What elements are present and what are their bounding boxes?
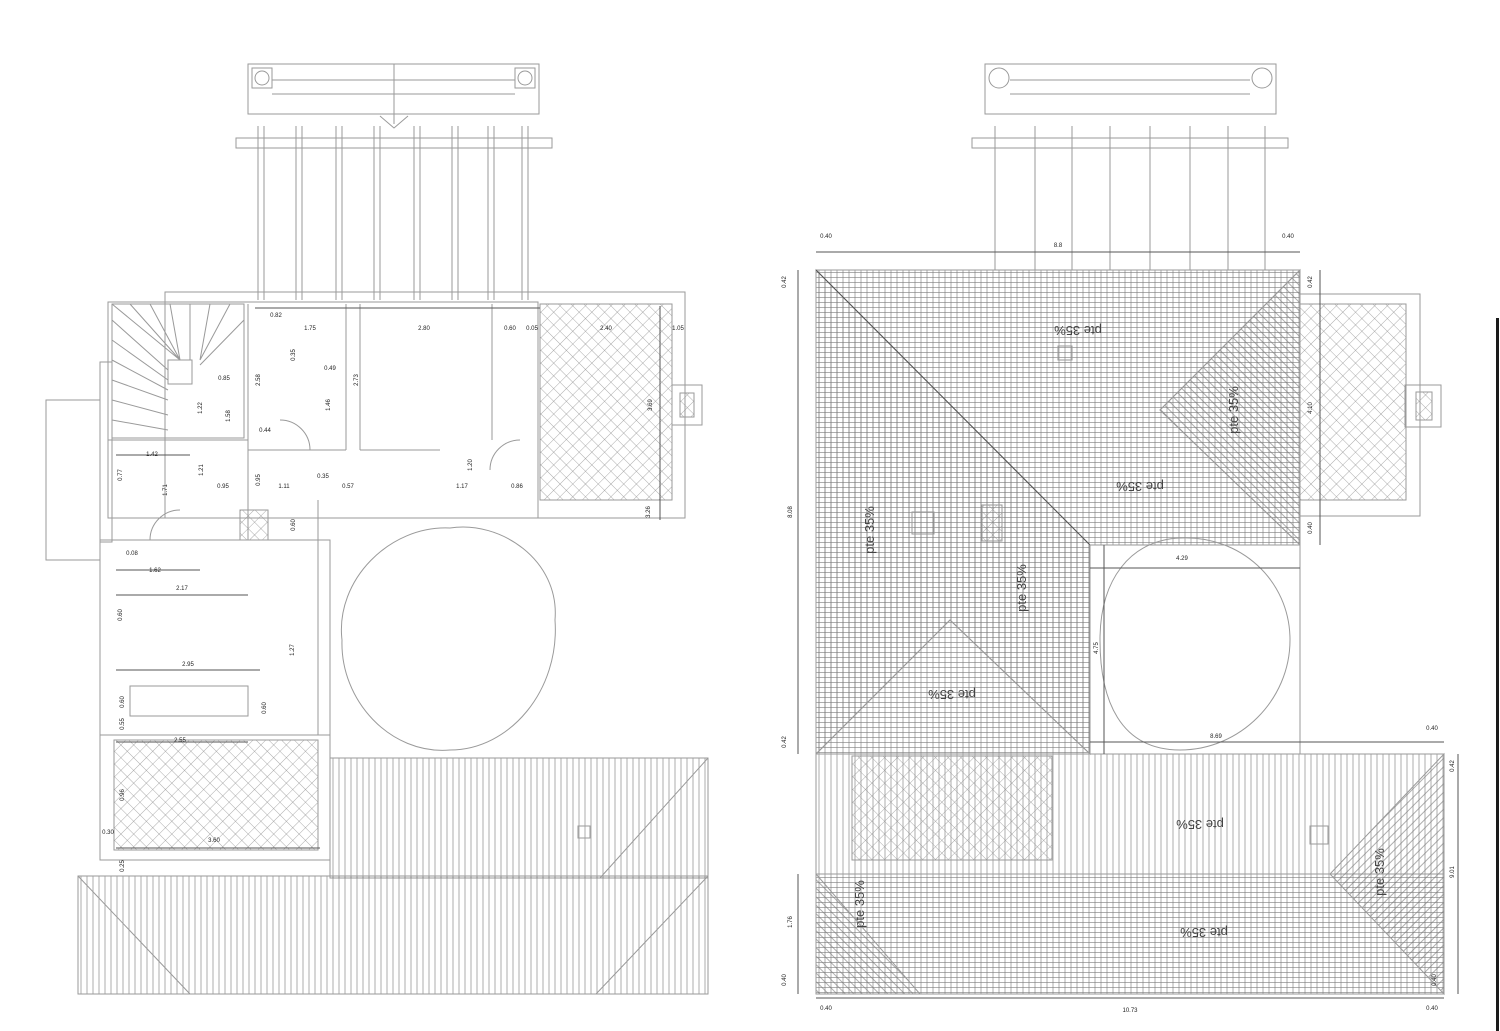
dimension-label: 1.58: [226, 410, 232, 422]
roof-plan-dimensions: 0.40 8.8 0.40 0.42 0.42 4.10 8.08 0.40 4.29 4.75 0…: [782, 234, 1456, 1014]
roof-pergola: [971, 63, 1289, 270]
dimension-label: 0.96: [120, 789, 126, 801]
dimension-label: 0.49: [324, 366, 336, 372]
dimension-label: 2.80: [418, 326, 430, 332]
dimension-label: 0.60: [291, 519, 297, 531]
roof-plan: [797, 63, 1459, 999]
slope-label: pte 35%: [1116, 479, 1164, 494]
dimension-label: 0.85: [218, 376, 230, 382]
slope-label: pte 35%: [1176, 817, 1224, 832]
dimension-label: 4.75: [1094, 642, 1100, 654]
dimension-label: 1.11: [278, 484, 290, 490]
roof-tree: [1099, 537, 1291, 751]
dimension-label: 0.42: [1450, 760, 1456, 772]
dimension-label: 0.40: [820, 1006, 832, 1012]
dimension-label: 0.95: [217, 484, 229, 490]
slope-label: pte 35%: [852, 880, 867, 928]
dimension-label: 0.42: [782, 276, 788, 288]
slope-label: pte 35%: [1226, 386, 1241, 434]
dimension-label: 0.35: [291, 349, 297, 361]
slope-label: pte 35%: [862, 506, 877, 554]
lower-terrace-hatch: [113, 739, 319, 851]
dimension-label: 0.42: [1308, 276, 1314, 288]
dimension-label: 0.86: [511, 484, 523, 490]
dimension-label: 0.40: [1432, 974, 1438, 986]
dimension-label: 1.75: [304, 326, 316, 332]
dimension-label: 0.57: [342, 484, 354, 490]
vertical-scrollbar[interactable]: [1496, 318, 1499, 1031]
dimension-label: 0.42: [782, 736, 788, 748]
dimension-label: 0.30: [102, 830, 114, 836]
dimension-label: 0.40: [1308, 522, 1314, 534]
dimension-label: 2.40: [600, 326, 612, 332]
dimension-label: 1.62: [149, 568, 161, 574]
tree: [340, 526, 556, 751]
roof-hatch: [329, 757, 709, 879]
dimension-label: 2.55: [174, 738, 186, 744]
dimension-label: 0.40: [782, 974, 788, 986]
dimension-label: 0.60: [120, 696, 126, 708]
slope-label: pte 35%: [1014, 564, 1029, 612]
stairs: [111, 303, 245, 439]
dimension-label: 1.27: [290, 644, 296, 656]
dimension-label: 0.40: [820, 234, 832, 240]
dimension-label: 1.46: [326, 399, 332, 411]
dimension-label: 0.05: [526, 326, 538, 332]
dimension-label: 1.22: [198, 402, 204, 414]
dimension-label: 2.73: [354, 374, 360, 386]
dimension-label: 3.69: [648, 399, 654, 411]
dimension-label: 9.01: [1450, 866, 1456, 878]
house-outline: [107, 301, 539, 519]
slope-label: pte 35%: [1180, 925, 1228, 940]
dimension-label: 1.20: [468, 459, 474, 471]
dimension-label: 0.60: [118, 609, 124, 621]
dimension-label: 0.08: [126, 551, 138, 557]
roof-slope-labels: pte 35% pte 35% pte 35% pte 35% pte 35% pte 3…: [852, 323, 1387, 940]
dimension-label: 1.71: [163, 484, 169, 496]
floor-plan: [45, 63, 709, 995]
dimension-label: 0.35: [317, 474, 329, 480]
dimension-label: 0.82: [270, 313, 282, 319]
dimension-label: 3.60: [208, 838, 220, 844]
dimension-label: 1.76: [788, 916, 794, 928]
dimension-label: 3.26: [646, 506, 652, 518]
dimension-label: 1.17: [456, 484, 468, 490]
dimension-label: 0.25: [120, 860, 126, 872]
slope-label: pte 35%: [1054, 323, 1102, 338]
dimension-label: 2.58: [256, 374, 262, 386]
dimension-label: 0.44: [259, 428, 271, 434]
slope-label: pte 35%: [928, 687, 976, 702]
dimension-label: 0.55: [120, 718, 126, 730]
dimension-label: 0.40: [1426, 726, 1438, 732]
dimension-label: 8.69: [1210, 734, 1222, 740]
dimension-label: 2.95: [182, 662, 194, 668]
dimension-label: 4.10: [1308, 402, 1314, 414]
dimension-label: 8.08: [788, 506, 794, 518]
dimension-label: 8.8: [1054, 243, 1063, 249]
dimension-label: 0.60: [262, 702, 268, 714]
dimension-label: 0.95: [256, 474, 262, 486]
dimension-label: 0.40: [1282, 234, 1294, 240]
dimension-label: 10.73: [1122, 1008, 1138, 1014]
dimension-label: 0.60: [504, 326, 516, 332]
dimension-label: 1.05: [672, 326, 684, 332]
dimension-label: 1.42: [146, 452, 158, 458]
floor-plan-dimensions: 0.82 1.75 2.80 0.60 0.05 2.40 1.05 0.35 0.49 0.85…: [102, 313, 684, 872]
dimension-label: 2.17: [176, 586, 188, 592]
dimension-label: 4.29: [1176, 556, 1188, 562]
dimension-label: 0.77: [118, 469, 124, 481]
terrace-hatch: [539, 303, 673, 501]
pergola: [235, 63, 553, 300]
dimension-label: 0.40: [1426, 1006, 1438, 1012]
slope-label: pte 35%: [1372, 848, 1387, 896]
dimension-label: 1.21: [199, 464, 205, 476]
